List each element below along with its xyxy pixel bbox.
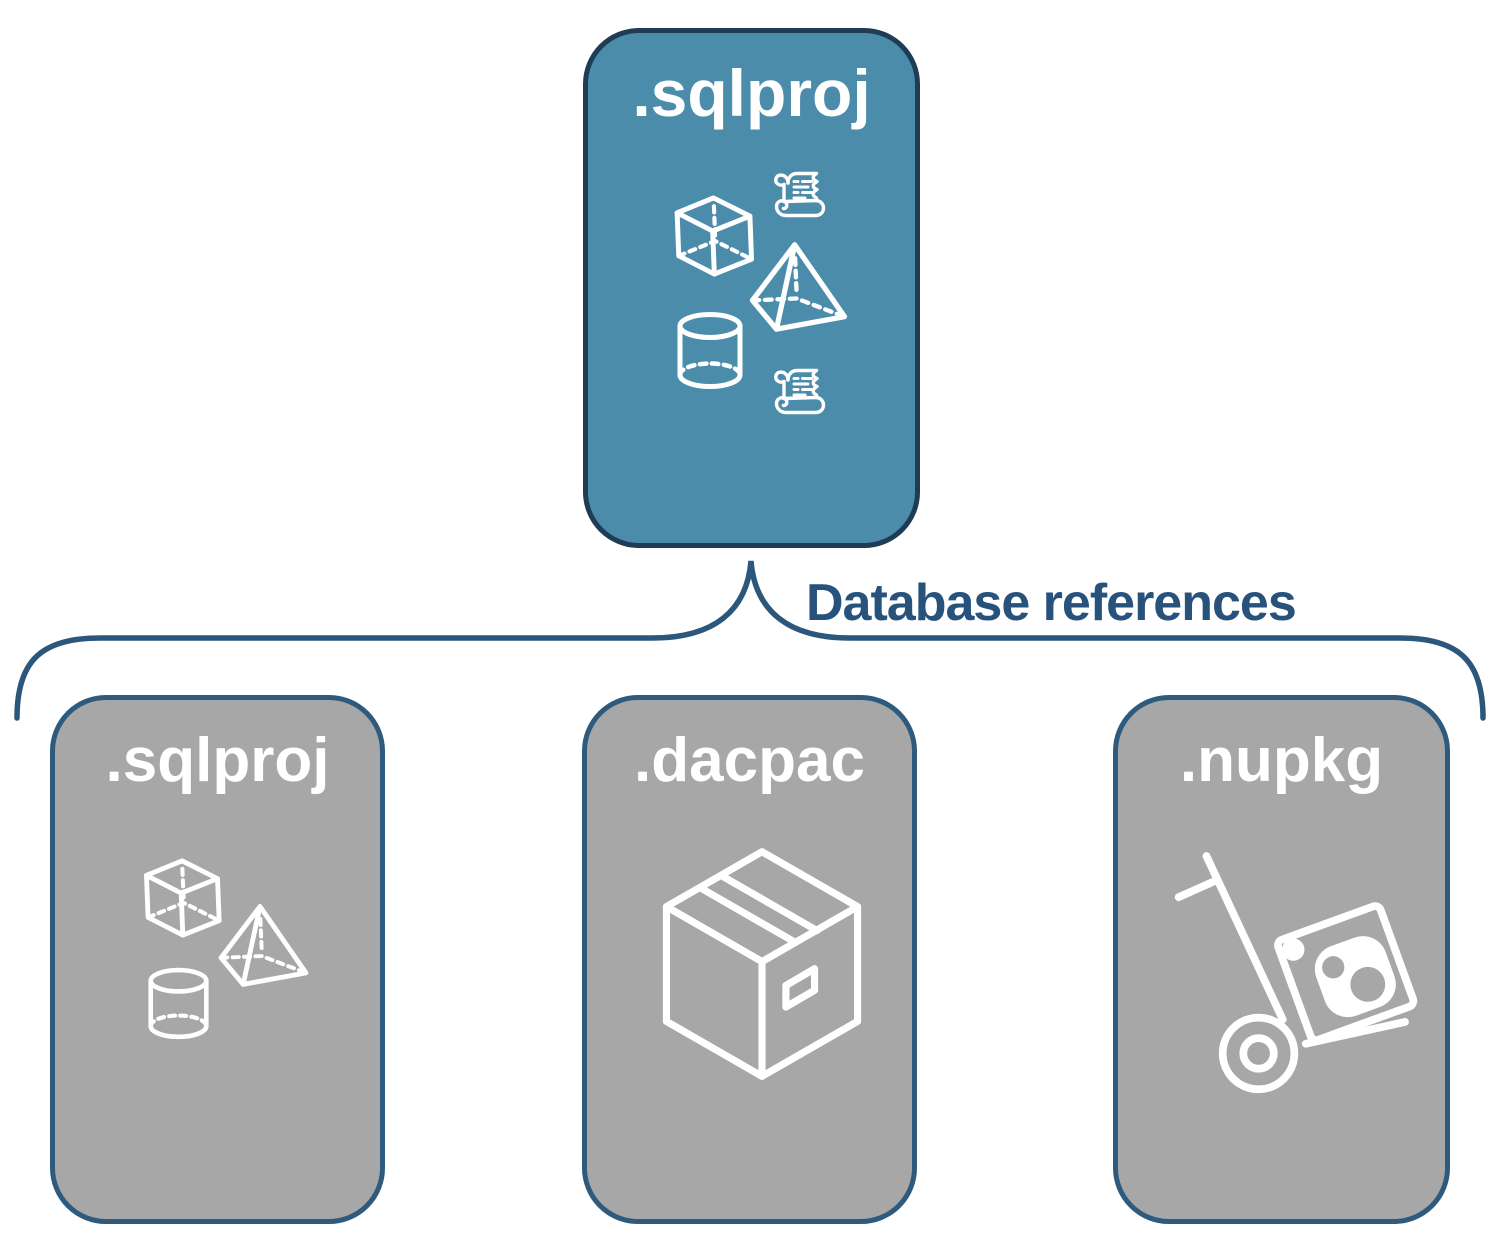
node-root-title: .sqlproj (632, 56, 871, 130)
node-child-sqlproj: .sqlproj (50, 695, 385, 1224)
cylinder-icon (147, 967, 210, 1039)
pyramid-icon (215, 903, 312, 987)
package-box-icon (642, 835, 882, 1093)
node-child-dacpac-title: .dacpac (634, 726, 865, 795)
node-root-sqlproj: .sqlproj (583, 28, 920, 548)
node-child-sqlproj-title: .sqlproj (105, 726, 330, 795)
scroll-icon (774, 171, 826, 218)
database-references-label: Database references (806, 574, 1297, 632)
node-child-nupkg: .nupkg (1113, 695, 1450, 1224)
scroll-icon (774, 368, 826, 415)
database-references-brace (14, 560, 1486, 721)
cube-icon (140, 856, 224, 940)
node-child-nupkg-title: .nupkg (1179, 726, 1384, 795)
pyramid-icon (750, 241, 847, 332)
cylinder-icon (676, 313, 744, 387)
hand-truck-nuget-icon (1175, 854, 1422, 1093)
cube-icon (672, 193, 755, 279)
node-child-dacpac: .dacpac (582, 695, 917, 1224)
